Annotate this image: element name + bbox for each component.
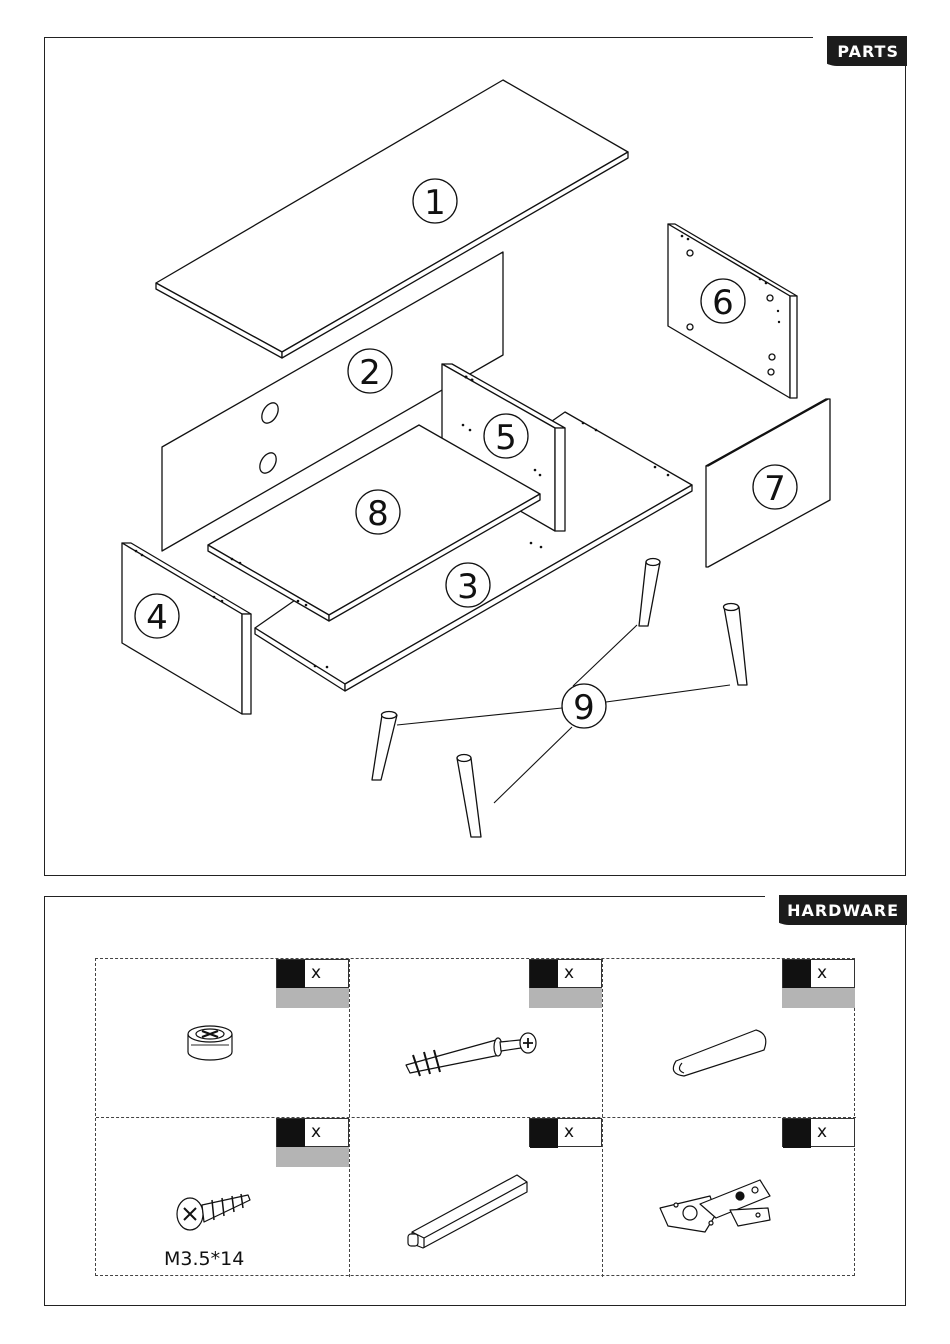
hardware-grid: x x x x x x M3.5*14: [95, 958, 855, 1276]
cam-lock-qty-box: x: [276, 959, 349, 1009]
cam-bolt-qty-label: x: [564, 963, 574, 983]
callout-label-6: 6: [712, 283, 734, 323]
hardware-tab-label: HARDWARE: [787, 901, 899, 920]
hinge-qty-label: x: [817, 1122, 827, 1142]
cam-bolt-qty-box: x: [529, 959, 602, 1009]
callout-label-5: 5: [495, 418, 517, 458]
callout-label-1: 1: [424, 183, 446, 223]
door-damper-qty-label: x: [564, 1122, 574, 1142]
callout-label-2: 2: [359, 353, 381, 393]
hinge-qty-box: x: [782, 1118, 855, 1147]
callout-label-3: 3: [457, 567, 479, 607]
callout-label-7: 7: [764, 469, 786, 509]
callout-label-9: 9: [573, 688, 595, 728]
parts-tab-label: PARTS: [837, 42, 899, 61]
callout-label-8: 8: [367, 494, 389, 534]
screw-size-label: M3.5*14: [164, 1248, 244, 1270]
door-damper-qty-box: x: [529, 1118, 602, 1147]
screw-qty-box: x: [276, 1118, 349, 1168]
wooden-dowel-qty-box: x: [782, 959, 855, 1009]
screw-qty-label: x: [311, 1122, 321, 1142]
callout-label-4: 4: [146, 598, 168, 638]
wooden-dowel-qty-label: x: [817, 963, 827, 983]
cam-lock-qty-label: x: [311, 963, 321, 983]
